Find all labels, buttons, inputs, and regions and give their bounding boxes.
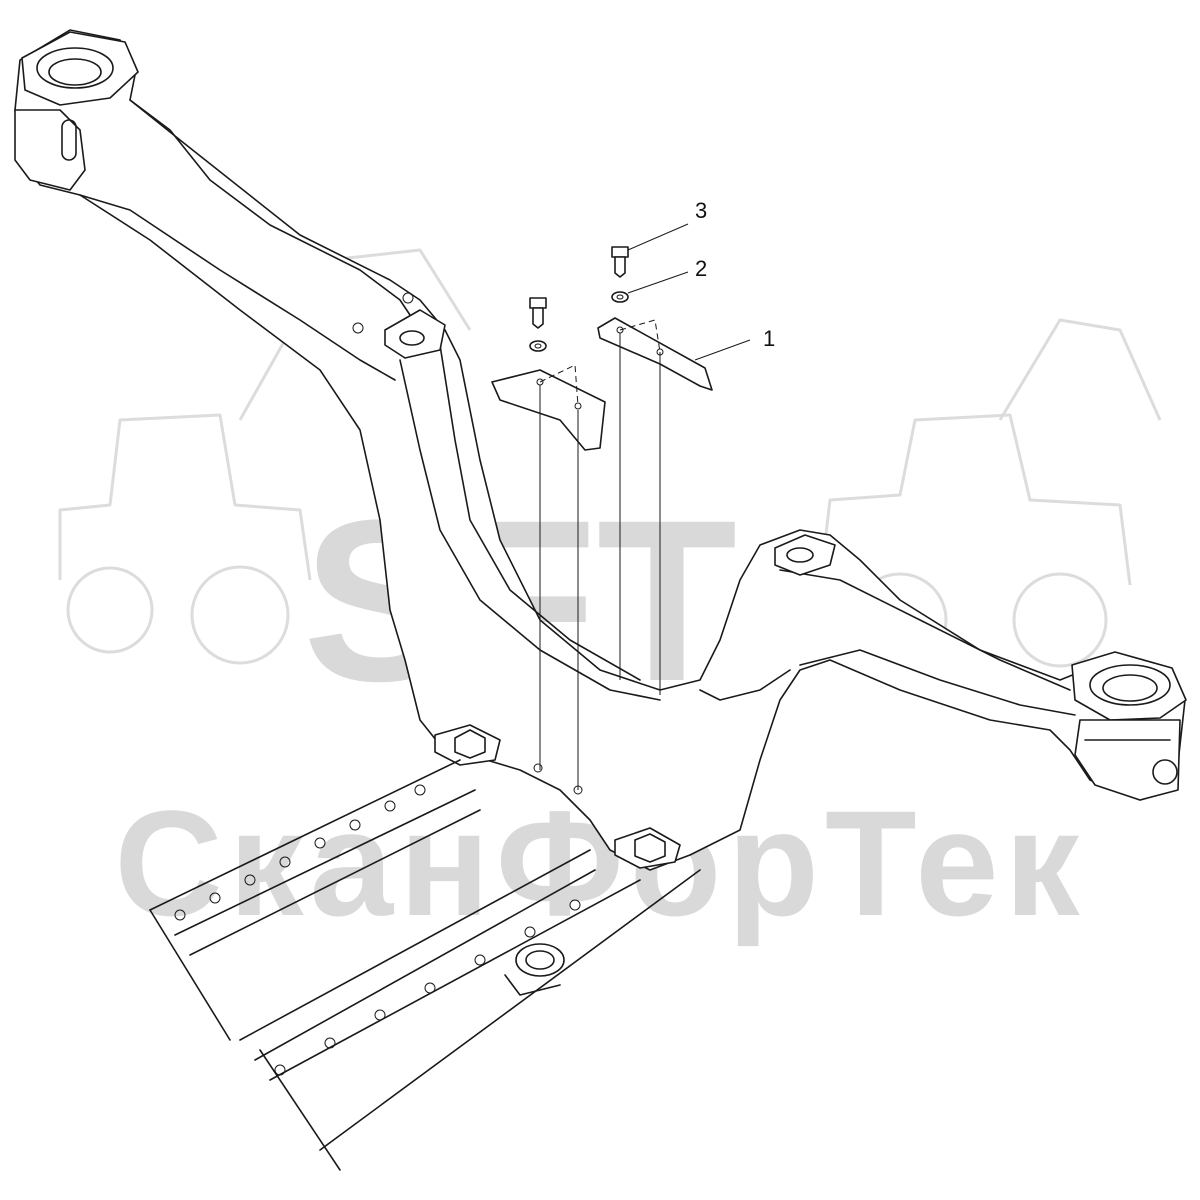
callout-1-label: 1 <box>763 326 775 351</box>
bolt-part-3 <box>611 246 629 278</box>
exploded-parts <box>491 246 713 790</box>
callout-2: 2 <box>627 256 707 294</box>
callout-2-label: 2 <box>695 256 707 281</box>
callout-1: 1 <box>694 326 775 361</box>
callout-3: 3 <box>627 198 707 251</box>
plate-part-1 <box>597 317 713 391</box>
chassis-rails <box>149 759 701 1171</box>
callout-3-label: 3 <box>695 198 707 223</box>
right-axle-housing <box>1071 651 1187 801</box>
bolt-left <box>529 297 547 329</box>
washer-left <box>529 340 547 352</box>
left-axle-housing <box>14 31 139 191</box>
rail-holes <box>174 784 581 1076</box>
rail-pipe <box>504 943 565 996</box>
washer-part-2 <box>611 291 629 303</box>
left-plate <box>491 369 606 451</box>
callouts: 1 2 3 <box>627 198 775 361</box>
cross-frame <box>14 29 1187 871</box>
